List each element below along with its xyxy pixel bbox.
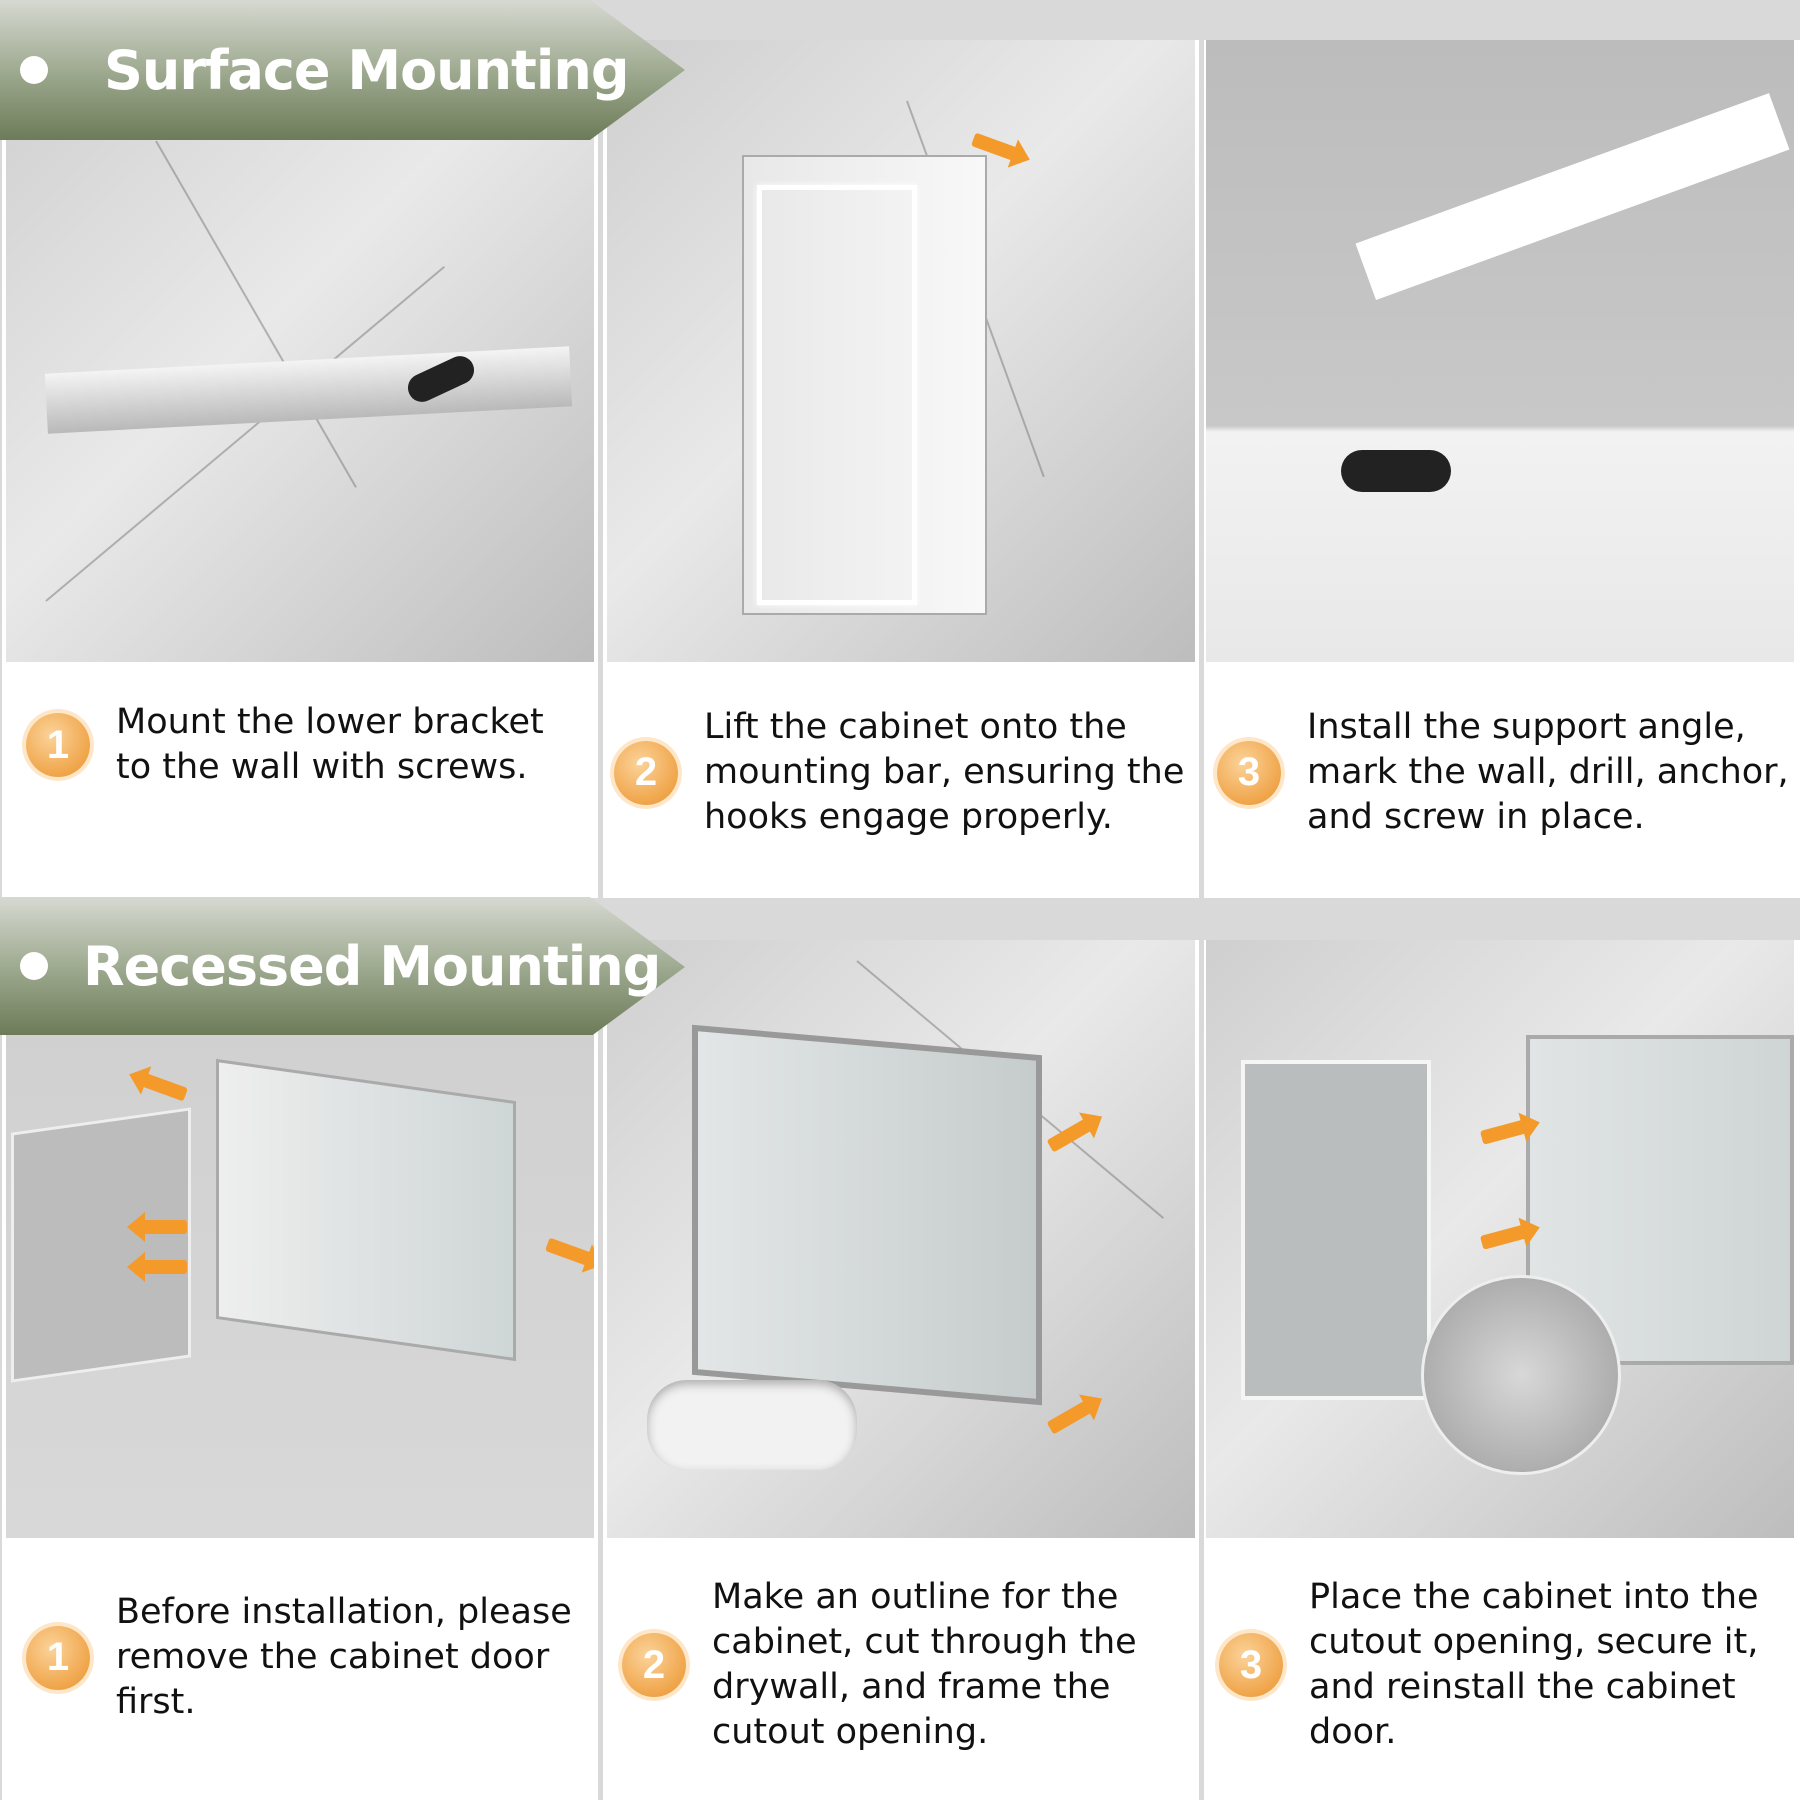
section-title: Surface Mounting xyxy=(104,38,629,102)
bracket xyxy=(44,346,573,434)
step-number-badge: 1 xyxy=(26,713,90,777)
screwdriver-icon xyxy=(1341,450,1451,492)
cabinet-in-wall xyxy=(692,1024,1042,1406)
cabinet-body xyxy=(216,1058,516,1362)
step-number-badge: 3 xyxy=(1219,1633,1283,1697)
surface-step-2: 2 Lift the cabinet onto the mounting bar… xyxy=(614,705,1194,840)
surface-step-1: 1 Mount the lower bracket to the wall wi… xyxy=(26,700,586,790)
bracket-mounting-photo xyxy=(6,40,594,662)
recessed-mounting-banner: Recessed Mounting xyxy=(0,897,685,1035)
step-instruction: Lift the cabinet onto the mounting bar, … xyxy=(704,707,1185,837)
arrow-icon xyxy=(139,1072,189,1102)
step-number-badge: 3 xyxy=(1217,740,1281,805)
step-number-badge: 2 xyxy=(622,1633,686,1697)
arrow-icon xyxy=(1046,1117,1094,1153)
cabinet xyxy=(742,155,987,615)
step-number-badge: 2 xyxy=(614,740,678,805)
cabinet-lift-photo xyxy=(607,40,1195,662)
cabinet-door xyxy=(1241,1060,1431,1400)
bullet-icon xyxy=(20,952,48,980)
hinge-detail xyxy=(1421,1275,1621,1475)
cabinet-door xyxy=(11,1107,191,1383)
arrow-icon xyxy=(1046,1399,1094,1435)
recessed-step-1: 1 Before installation, please remove the… xyxy=(26,1590,586,1725)
surface-step-3: 3 Install the support angle, mark the wa… xyxy=(1217,705,1797,840)
step-instruction: Install the support angle, mark the wall… xyxy=(1307,707,1789,837)
section-title: Recessed Mounting xyxy=(83,934,661,998)
step-instruction: Before installation, please remove the c… xyxy=(116,1592,572,1722)
support-angle-photo xyxy=(1206,40,1794,662)
recessed-step-3: 3 Place the cabinet into the cutout open… xyxy=(1219,1575,1794,1755)
reinstall-door-photo xyxy=(1206,940,1794,1538)
step-instruction: Mount the lower bracket to the wall with… xyxy=(116,702,544,787)
cutout-opening-photo xyxy=(607,940,1195,1538)
arrow-icon xyxy=(1479,1224,1529,1250)
step-number-badge: 1 xyxy=(26,1625,90,1690)
arrow-icon xyxy=(544,1237,594,1267)
surface-mounting-banner: Surface Mounting xyxy=(0,0,685,140)
arrow-icon xyxy=(1479,1119,1529,1145)
step-instruction: Place the cabinet into the cutout openin… xyxy=(1309,1577,1759,1752)
door-removal-photo xyxy=(6,940,594,1538)
bullet-icon xyxy=(20,56,48,84)
step-instruction: Make an outline for the cabinet, cut thr… xyxy=(712,1577,1137,1752)
recessed-step-2: 2 Make an outline for the cabinet, cut t… xyxy=(622,1575,1182,1755)
arrow-icon xyxy=(141,1260,187,1274)
sink xyxy=(647,1380,857,1470)
arrow-icon xyxy=(141,1220,187,1234)
